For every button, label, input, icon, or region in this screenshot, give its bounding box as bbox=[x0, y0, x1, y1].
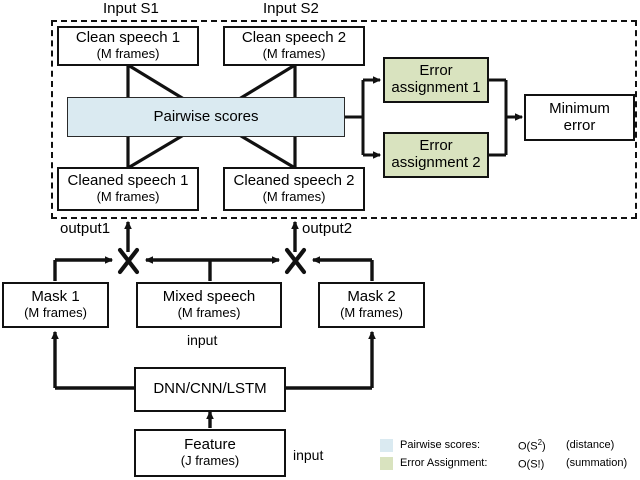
box-clean-speech-2-sub: (M frames) bbox=[262, 46, 326, 62]
legend-complexity-pairwise-base: O(S bbox=[518, 440, 538, 453]
box-mask-1-sub: (M frames) bbox=[24, 305, 87, 321]
legend-complexity-error-end: ) bbox=[540, 458, 545, 471]
box-error-assignment-1-sub: assignment 1 bbox=[391, 79, 481, 96]
box-minimum-error-sub: error bbox=[563, 116, 596, 134]
legend: Pairwise scores: O(S2) (distance) Error … bbox=[380, 438, 627, 474]
box-minimum-error[interactable]: Minimum error bbox=[524, 94, 635, 141]
box-cleaned-speech-1-title: Cleaned speech 1 bbox=[67, 172, 189, 190]
pit-dashed-container bbox=[51, 20, 637, 219]
legend-note-error-assignment: (summation) bbox=[566, 457, 628, 469]
label-input-feature: input bbox=[293, 447, 324, 463]
box-mixed-speech[interactable]: Mixed speech (M frames) bbox=[136, 282, 282, 328]
label-input-s1: Input S1 bbox=[103, 0, 159, 17]
label-input-mixed: input bbox=[187, 332, 218, 348]
legend-complexity-pairwise-exp: 2 bbox=[537, 437, 543, 447]
box-clean-speech-2-title: Clean speech 2 bbox=[241, 29, 347, 47]
box-mask-1-title: Mask 1 bbox=[31, 288, 80, 306]
box-cleaned-speech-1[interactable]: Cleaned speech 1 (M frames) bbox=[57, 167, 199, 211]
legend-complexity-pairwise-end: ) bbox=[542, 440, 546, 453]
label-input-s2: Input S2 bbox=[263, 0, 319, 17]
box-model-title: DNN/CNN/LSTM bbox=[153, 380, 267, 398]
box-model[interactable]: DNN/CNN/LSTM bbox=[134, 367, 286, 412]
legend-label-error-assignment: Error Assignment: bbox=[400, 457, 488, 469]
box-error-assignment-1[interactable]: Error assignment 1 bbox=[383, 57, 489, 103]
box-error-assignment-2-title: Error bbox=[419, 137, 453, 155]
box-feature-title: Feature bbox=[184, 436, 236, 454]
legend-row-pairwise: Pairwise scores: O(S2) (distance) bbox=[380, 438, 627, 453]
box-cleaned-speech-2[interactable]: Cleaned speech 2 (M frames) bbox=[223, 167, 365, 211]
box-clean-speech-2[interactable]: Clean speech 2 (M frames) bbox=[223, 26, 365, 66]
box-cleaned-speech-2-title: Cleaned speech 2 bbox=[233, 172, 355, 190]
box-mask-2-sub: (M frames) bbox=[340, 305, 403, 321]
box-cleaned-speech-2-sub: (M frames) bbox=[262, 189, 326, 205]
box-feature[interactable]: Feature (J frames) bbox=[134, 429, 286, 477]
legend-complexity-pairwise: O(S2) bbox=[518, 437, 566, 453]
legend-swatch-green-icon bbox=[380, 457, 393, 470]
box-error-assignment-2-sub: assignment 2 bbox=[391, 154, 481, 171]
box-mask-1[interactable]: Mask 1 (M frames) bbox=[2, 282, 109, 328]
box-error-assignment-2[interactable]: Error assignment 2 bbox=[383, 132, 489, 178]
box-feature-sub: (J frames) bbox=[180, 453, 240, 469]
box-pairwise-scores-title: Pairwise scores bbox=[153, 107, 259, 125]
box-pairwise-scores[interactable]: Pairwise scores bbox=[67, 97, 345, 137]
legend-swatch-blue-icon bbox=[380, 439, 393, 452]
box-mask-2[interactable]: Mask 2 (M frames) bbox=[318, 282, 425, 328]
label-output2: output2 bbox=[302, 220, 353, 237]
legend-row-error-assignment: Error Assignment: O(S!) (summation) bbox=[380, 456, 627, 471]
box-mixed-speech-sub: (M frames) bbox=[177, 305, 241, 321]
label-output1: output1 bbox=[60, 220, 111, 237]
box-clean-speech-1-sub: (M frames) bbox=[96, 46, 160, 62]
box-error-assignment-1-title: Error bbox=[419, 62, 453, 80]
box-mask-2-title: Mask 2 bbox=[347, 288, 396, 306]
box-cleaned-speech-1-sub: (M frames) bbox=[96, 189, 160, 205]
box-clean-speech-1[interactable]: Clean speech 1 (M frames) bbox=[57, 26, 199, 66]
legend-note-pairwise: (distance) bbox=[566, 439, 615, 451]
legend-complexity-error-base: O(S! bbox=[518, 458, 541, 471]
box-clean-speech-1-title: Clean speech 1 bbox=[75, 29, 181, 47]
box-mixed-speech-title: Mixed speech bbox=[162, 288, 256, 306]
legend-complexity-error-assignment: O(S!) bbox=[518, 457, 566, 471]
legend-label-pairwise: Pairwise scores: bbox=[400, 439, 481, 451]
box-minimum-error-title: Minimum bbox=[549, 99, 610, 117]
